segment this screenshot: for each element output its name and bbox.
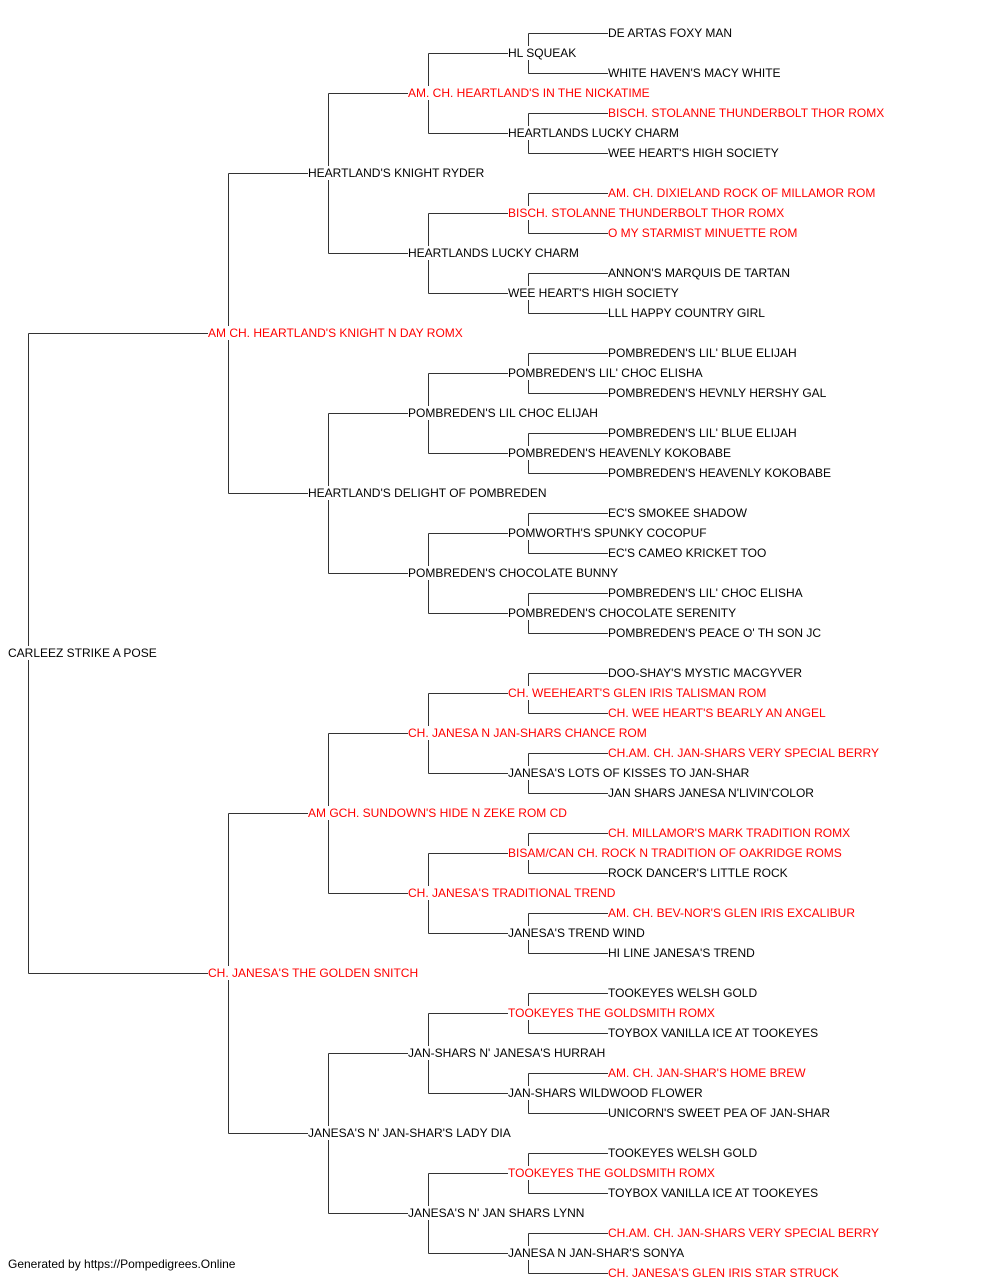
ancestor-name: TOYBOX VANILLA ICE AT TOOKEYES bbox=[608, 1186, 821, 1200]
ancestor-name: AM CH. HEARTLAND'S KNIGHT N DAY ROMX bbox=[208, 326, 465, 340]
ancestor-name: BISCH. STOLANNE THUNDERBOLT THOR ROMX bbox=[508, 206, 787, 220]
ancestor-name: AM. CH. BEV-NOR'S GLEN IRIS EXCALIBUR bbox=[608, 906, 858, 920]
ancestor-name: POMBREDEN'S LIL CHOC ELIJAH bbox=[408, 406, 600, 420]
generated-by-footer: Generated by https://Pompedigrees.Online bbox=[8, 1257, 236, 1271]
ancestor-name: POMBREDEN'S HEAVENLY KOKOBABE bbox=[608, 466, 834, 480]
ancestor-name: JANESA'S N' JAN-SHAR'S LADY DIA bbox=[308, 1126, 513, 1140]
ancestor-name: HEARTLAND'S KNIGHT RYDER bbox=[308, 166, 487, 180]
ancestor-name: LLL HAPPY COUNTRY GIRL bbox=[608, 306, 767, 320]
ancestor-name: TOOKEYES THE GOLDSMITH ROMX bbox=[508, 1166, 717, 1180]
ancestor-name: UNICORN'S SWEET PEA OF JAN-SHAR bbox=[608, 1106, 833, 1120]
ancestor-name: AM. CH. DIXIELAND ROCK OF MILLAMOR ROM bbox=[608, 186, 878, 200]
ancestor-name: WEE HEART'S HIGH SOCIETY bbox=[608, 146, 781, 160]
ancestor-name: POMBREDEN'S LIL' CHOC ELISHA bbox=[608, 586, 805, 600]
ancestor-name: CH.AM. CH. JAN-SHARS VERY SPECIAL BERRY bbox=[608, 746, 881, 760]
ancestor-name: CH. MILLAMOR'S MARK TRADITION ROMX bbox=[608, 826, 853, 840]
ancestor-name: BISAM/CAN CH. ROCK N TRADITION OF OAKRID… bbox=[508, 846, 844, 860]
ancestor-name: JANESA'S LOTS OF KISSES TO JAN-SHAR bbox=[508, 766, 752, 780]
ancestor-name: POMBREDEN'S CHOCOLATE BUNNY bbox=[408, 566, 621, 580]
ancestor-name: EC'S SMOKEE SHADOW bbox=[608, 506, 749, 520]
ancestor-name: POMBREDEN'S HEVNLY HERSHY GAL bbox=[608, 386, 829, 400]
ancestor-name: WHITE HAVEN'S MACY WHITE bbox=[608, 66, 783, 80]
ancestor-name: AM. CH. HEARTLAND'S IN THE NICKATIME bbox=[408, 86, 652, 100]
ancestor-name: BISCH. STOLANNE THUNDERBOLT THOR ROMX bbox=[608, 106, 887, 120]
ancestor-name: JANESA N JAN-SHAR'S SONYA bbox=[508, 1246, 687, 1260]
ancestor-name: POMBREDEN'S LIL' BLUE ELIJAH bbox=[608, 346, 799, 360]
ancestor-name: DOO-SHAY'S MYSTIC MACGYVER bbox=[608, 666, 805, 680]
ancestor-name: EC'S CAMEO KRICKET TOO bbox=[608, 546, 769, 560]
ancestor-name: POMBREDEN'S LIL' BLUE ELIJAH bbox=[608, 426, 799, 440]
ancestor-name: JAN SHARS JANESA N'LIVIN'COLOR bbox=[608, 786, 816, 800]
ancestor-name: WEE HEART'S HIGH SOCIETY bbox=[508, 286, 681, 300]
ancestor-name: POMBREDEN'S CHOCOLATE SERENITY bbox=[508, 606, 739, 620]
ancestor-name: AM GCH. SUNDOWN'S HIDE N ZEKE ROM CD bbox=[308, 806, 569, 820]
ancestor-name: JANESA'S TREND WIND bbox=[508, 926, 647, 940]
ancestor-name: POMBREDEN'S PEACE O' TH SON JC bbox=[608, 626, 824, 640]
ancestor-name: JAN-SHARS N' JANESA'S HURRAH bbox=[408, 1046, 608, 1060]
ancestor-name: CH. JANESA'S GLEN IRIS STAR STRUCK bbox=[608, 1266, 841, 1280]
ancestor-name: ANNON'S MARQUIS DE TARTAN bbox=[608, 266, 793, 280]
ancestor-name: HL SQUEAK bbox=[508, 46, 579, 60]
ancestor-name: POMBREDEN'S HEAVENLY KOKOBABE bbox=[508, 446, 734, 460]
ancestor-name: HEARTLANDS LUCKY CHARM bbox=[408, 246, 581, 260]
ancestor-name: HI LINE JANESA'S TREND bbox=[608, 946, 757, 960]
ancestor-name: POMBREDEN'S LIL' CHOC ELISHA bbox=[508, 366, 705, 380]
ancestor-name: TOYBOX VANILLA ICE AT TOOKEYES bbox=[608, 1026, 821, 1040]
ancestor-name: HEARTLANDS LUCKY CHARM bbox=[508, 126, 681, 140]
ancestor-name: O MY STARMIST MINUETTE ROM bbox=[608, 226, 800, 240]
ancestor-name: HEARTLAND'S DELIGHT OF POMBREDEN bbox=[308, 486, 549, 500]
ancestor-name: DE ARTAS FOXY MAN bbox=[608, 26, 735, 40]
ancestor-name: CH. JANESA N JAN-SHARS CHANCE ROM bbox=[408, 726, 649, 740]
ancestor-name: CH. JANESA'S THE GOLDEN SNITCH bbox=[208, 966, 421, 980]
ancestor-name: JAN-SHARS WILDWOOD FLOWER bbox=[508, 1086, 705, 1100]
ancestor-name: CH.AM. CH. JAN-SHARS VERY SPECIAL BERRY bbox=[608, 1226, 881, 1240]
ancestor-name: CH. JANESA'S TRADITIONAL TREND bbox=[408, 886, 618, 900]
ancestor-name: JANESA'S N' JAN SHARS LYNN bbox=[408, 1206, 587, 1220]
ancestor-name: TOOKEYES THE GOLDSMITH ROMX bbox=[508, 1006, 717, 1020]
ancestor-name: AM. CH. JAN-SHAR'S HOME BREW bbox=[608, 1066, 808, 1080]
ancestor-name: CH. WEEHEART'S GLEN IRIS TALISMAN ROM bbox=[508, 686, 769, 700]
ancestor-name: CH. WEE HEART'S BEARLY AN ANGEL bbox=[608, 706, 828, 720]
ancestor-name: TOOKEYES WELSH GOLD bbox=[608, 1146, 760, 1160]
subject-dog-name: CARLEEZ STRIKE A POSE bbox=[8, 646, 159, 660]
ancestor-name: POMWORTH'S SPUNKY COCOPUF bbox=[508, 526, 709, 540]
ancestor-name: TOOKEYES WELSH GOLD bbox=[608, 986, 760, 1000]
ancestor-name: ROCK DANCER'S LITTLE ROCK bbox=[608, 866, 790, 880]
